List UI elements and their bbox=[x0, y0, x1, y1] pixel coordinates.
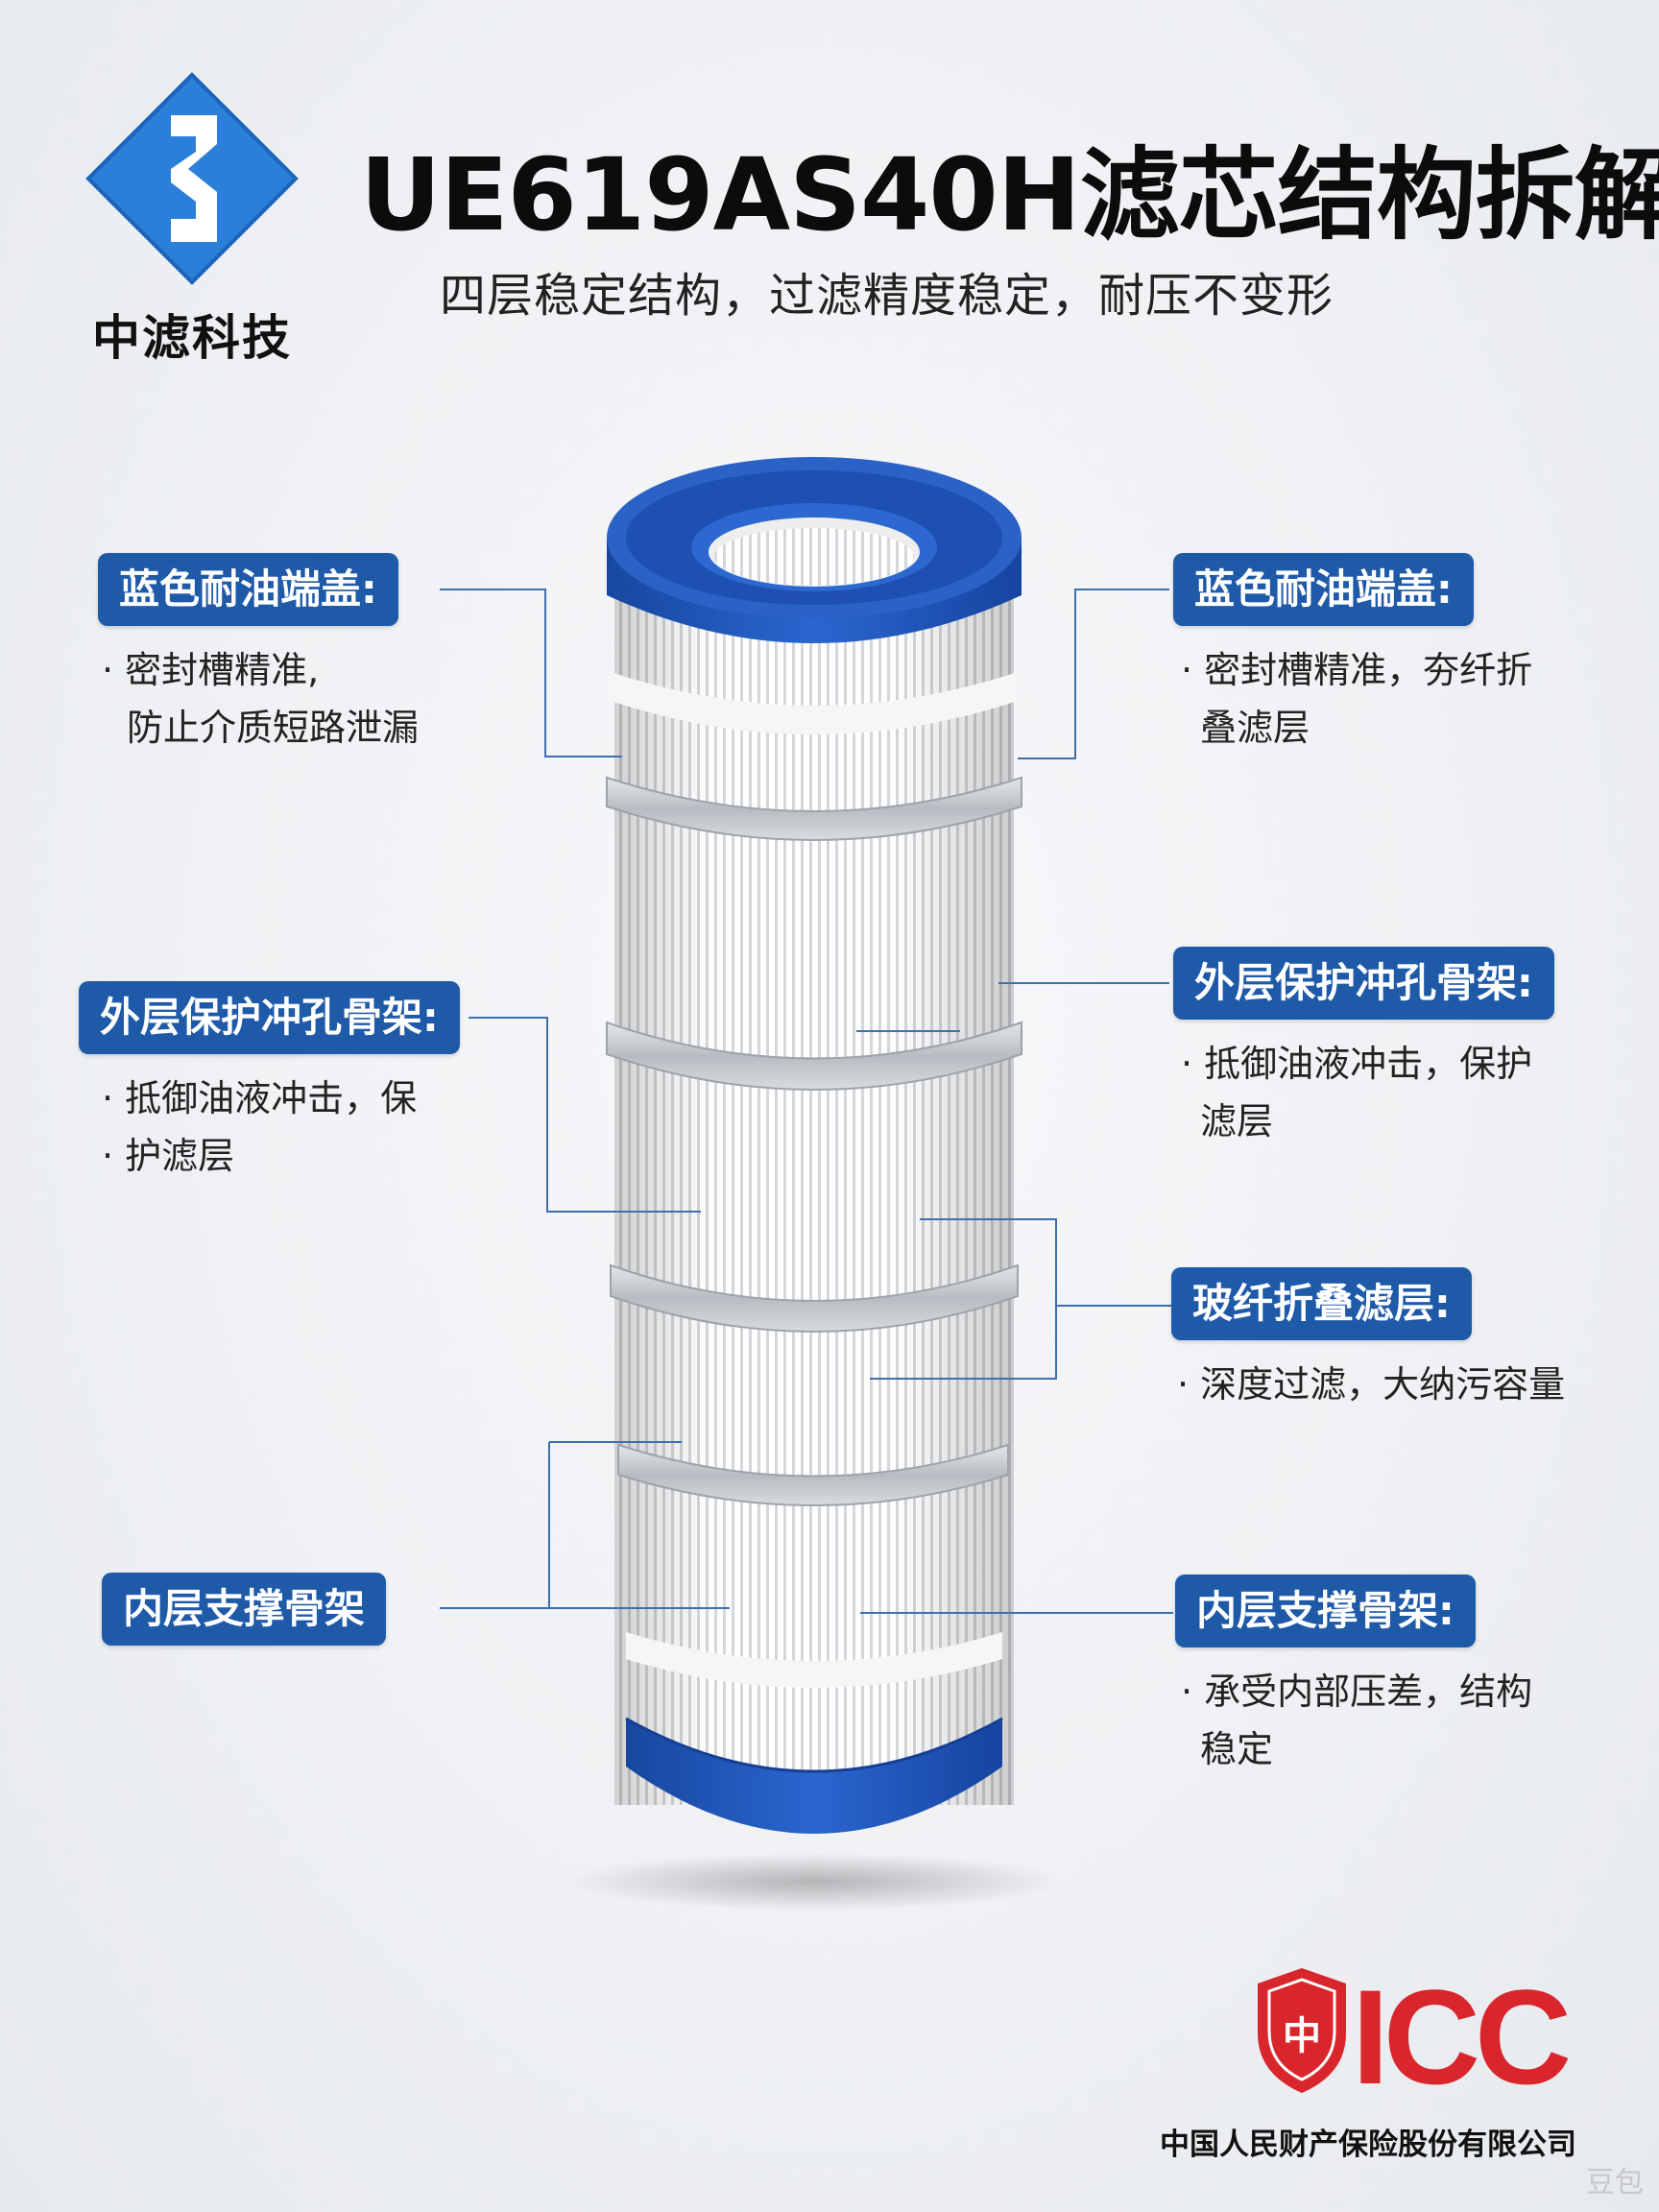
desc-line: 滤层 bbox=[1200, 1100, 1274, 1142]
desc-outer-frame-right: · 抵御油液冲击，保护 滤层 bbox=[1177, 1035, 1532, 1150]
desc-line: · 抵御油液冲击，保 bbox=[102, 1077, 418, 1119]
page-title: UE619AS40H滤芯结构拆解 bbox=[360, 136, 1659, 253]
desc-inner-frame-right: · 承受内部压差，结构 稳定 bbox=[1177, 1663, 1532, 1778]
label-inner-frame-right: 内层支撑骨架: bbox=[1175, 1575, 1476, 1647]
desc-end-cap-right: · 密封槽精准，夯纤折 叠滤层 bbox=[1177, 641, 1532, 757]
label-outer-frame-left: 外层保护冲孔骨架: bbox=[79, 981, 460, 1054]
label-end-cap-left: 蓝色耐油端盖: bbox=[98, 553, 398, 626]
label-outer-frame-right: 外层保护冲孔骨架: bbox=[1173, 947, 1554, 1020]
desc-line: · 密封槽精准, bbox=[102, 649, 320, 691]
desc-line: 叠滤层 bbox=[1200, 707, 1310, 749]
brand-name: 中滤科技 bbox=[92, 310, 292, 366]
bottom-end-cap bbox=[625, 1717, 1003, 1834]
desc-line: · 承受内部压差，结构 bbox=[1181, 1671, 1533, 1713]
page-subtitle: 四层稳定结构，过滤精度稳定，耐压不变形 bbox=[440, 269, 1334, 323]
icc-shield-glyph: 中 bbox=[1283, 2014, 1321, 2058]
label-glass-fiber-right: 玻纤折叠滤层: bbox=[1171, 1267, 1472, 1340]
desc-line: · 深度过滤，大纳污容量 bbox=[1177, 1363, 1566, 1406]
desc-line: · 抵御油液冲击，保护 bbox=[1181, 1043, 1533, 1085]
desc-line: 稳定 bbox=[1200, 1728, 1274, 1770]
insurance-company-name: 中国人民财产保险股份有限公司 bbox=[1160, 2128, 1576, 2162]
support-ring bbox=[606, 776, 1022, 1506]
desc-line: · 密封槽精准，夯纤折 bbox=[1181, 649, 1533, 691]
filter-cartridge bbox=[606, 457, 1022, 1834]
label-inner-frame-left: 内层支撑骨架 bbox=[102, 1573, 387, 1646]
icc-logo-text: ICC bbox=[1352, 1961, 1569, 2112]
icc-logo-icon: 中 ICC bbox=[1258, 1961, 1575, 2112]
desc-glass-fiber-right: · 深度过滤，大纳污容量 bbox=[1173, 1356, 1565, 1413]
watermark: 豆包 bbox=[1586, 2166, 1644, 2200]
desc-line: 防止介质短路泄漏 bbox=[127, 707, 420, 749]
desc-end-cap-left: · 密封槽精准, 防止介质短路泄漏 bbox=[98, 641, 419, 757]
desc-outer-frame-left: · 抵御油液冲击，保 · 护滤层 bbox=[98, 1070, 417, 1185]
leader-lines bbox=[440, 589, 1173, 1614]
label-end-cap-right: 蓝色耐油端盖: bbox=[1173, 553, 1474, 626]
top-end-cap bbox=[607, 457, 1022, 643]
desc-line: · 护滤层 bbox=[102, 1135, 235, 1177]
brand-logo-icon bbox=[85, 72, 299, 285]
